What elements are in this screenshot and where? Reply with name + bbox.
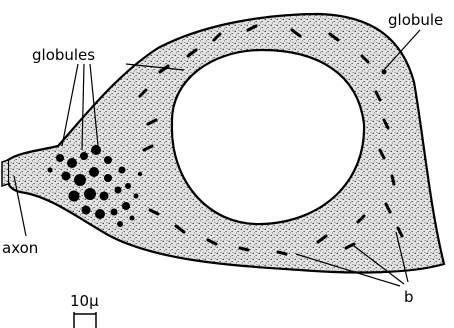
label-b: b <box>404 288 414 306</box>
axon-stub <box>2 160 8 186</box>
label-axon: axon <box>2 239 38 257</box>
scale-bar <box>74 312 96 328</box>
label-scale: 10µ <box>70 292 99 310</box>
label-globules: globules <box>32 46 95 64</box>
globule-dot <box>382 70 387 75</box>
label-globule: globule <box>388 11 443 29</box>
